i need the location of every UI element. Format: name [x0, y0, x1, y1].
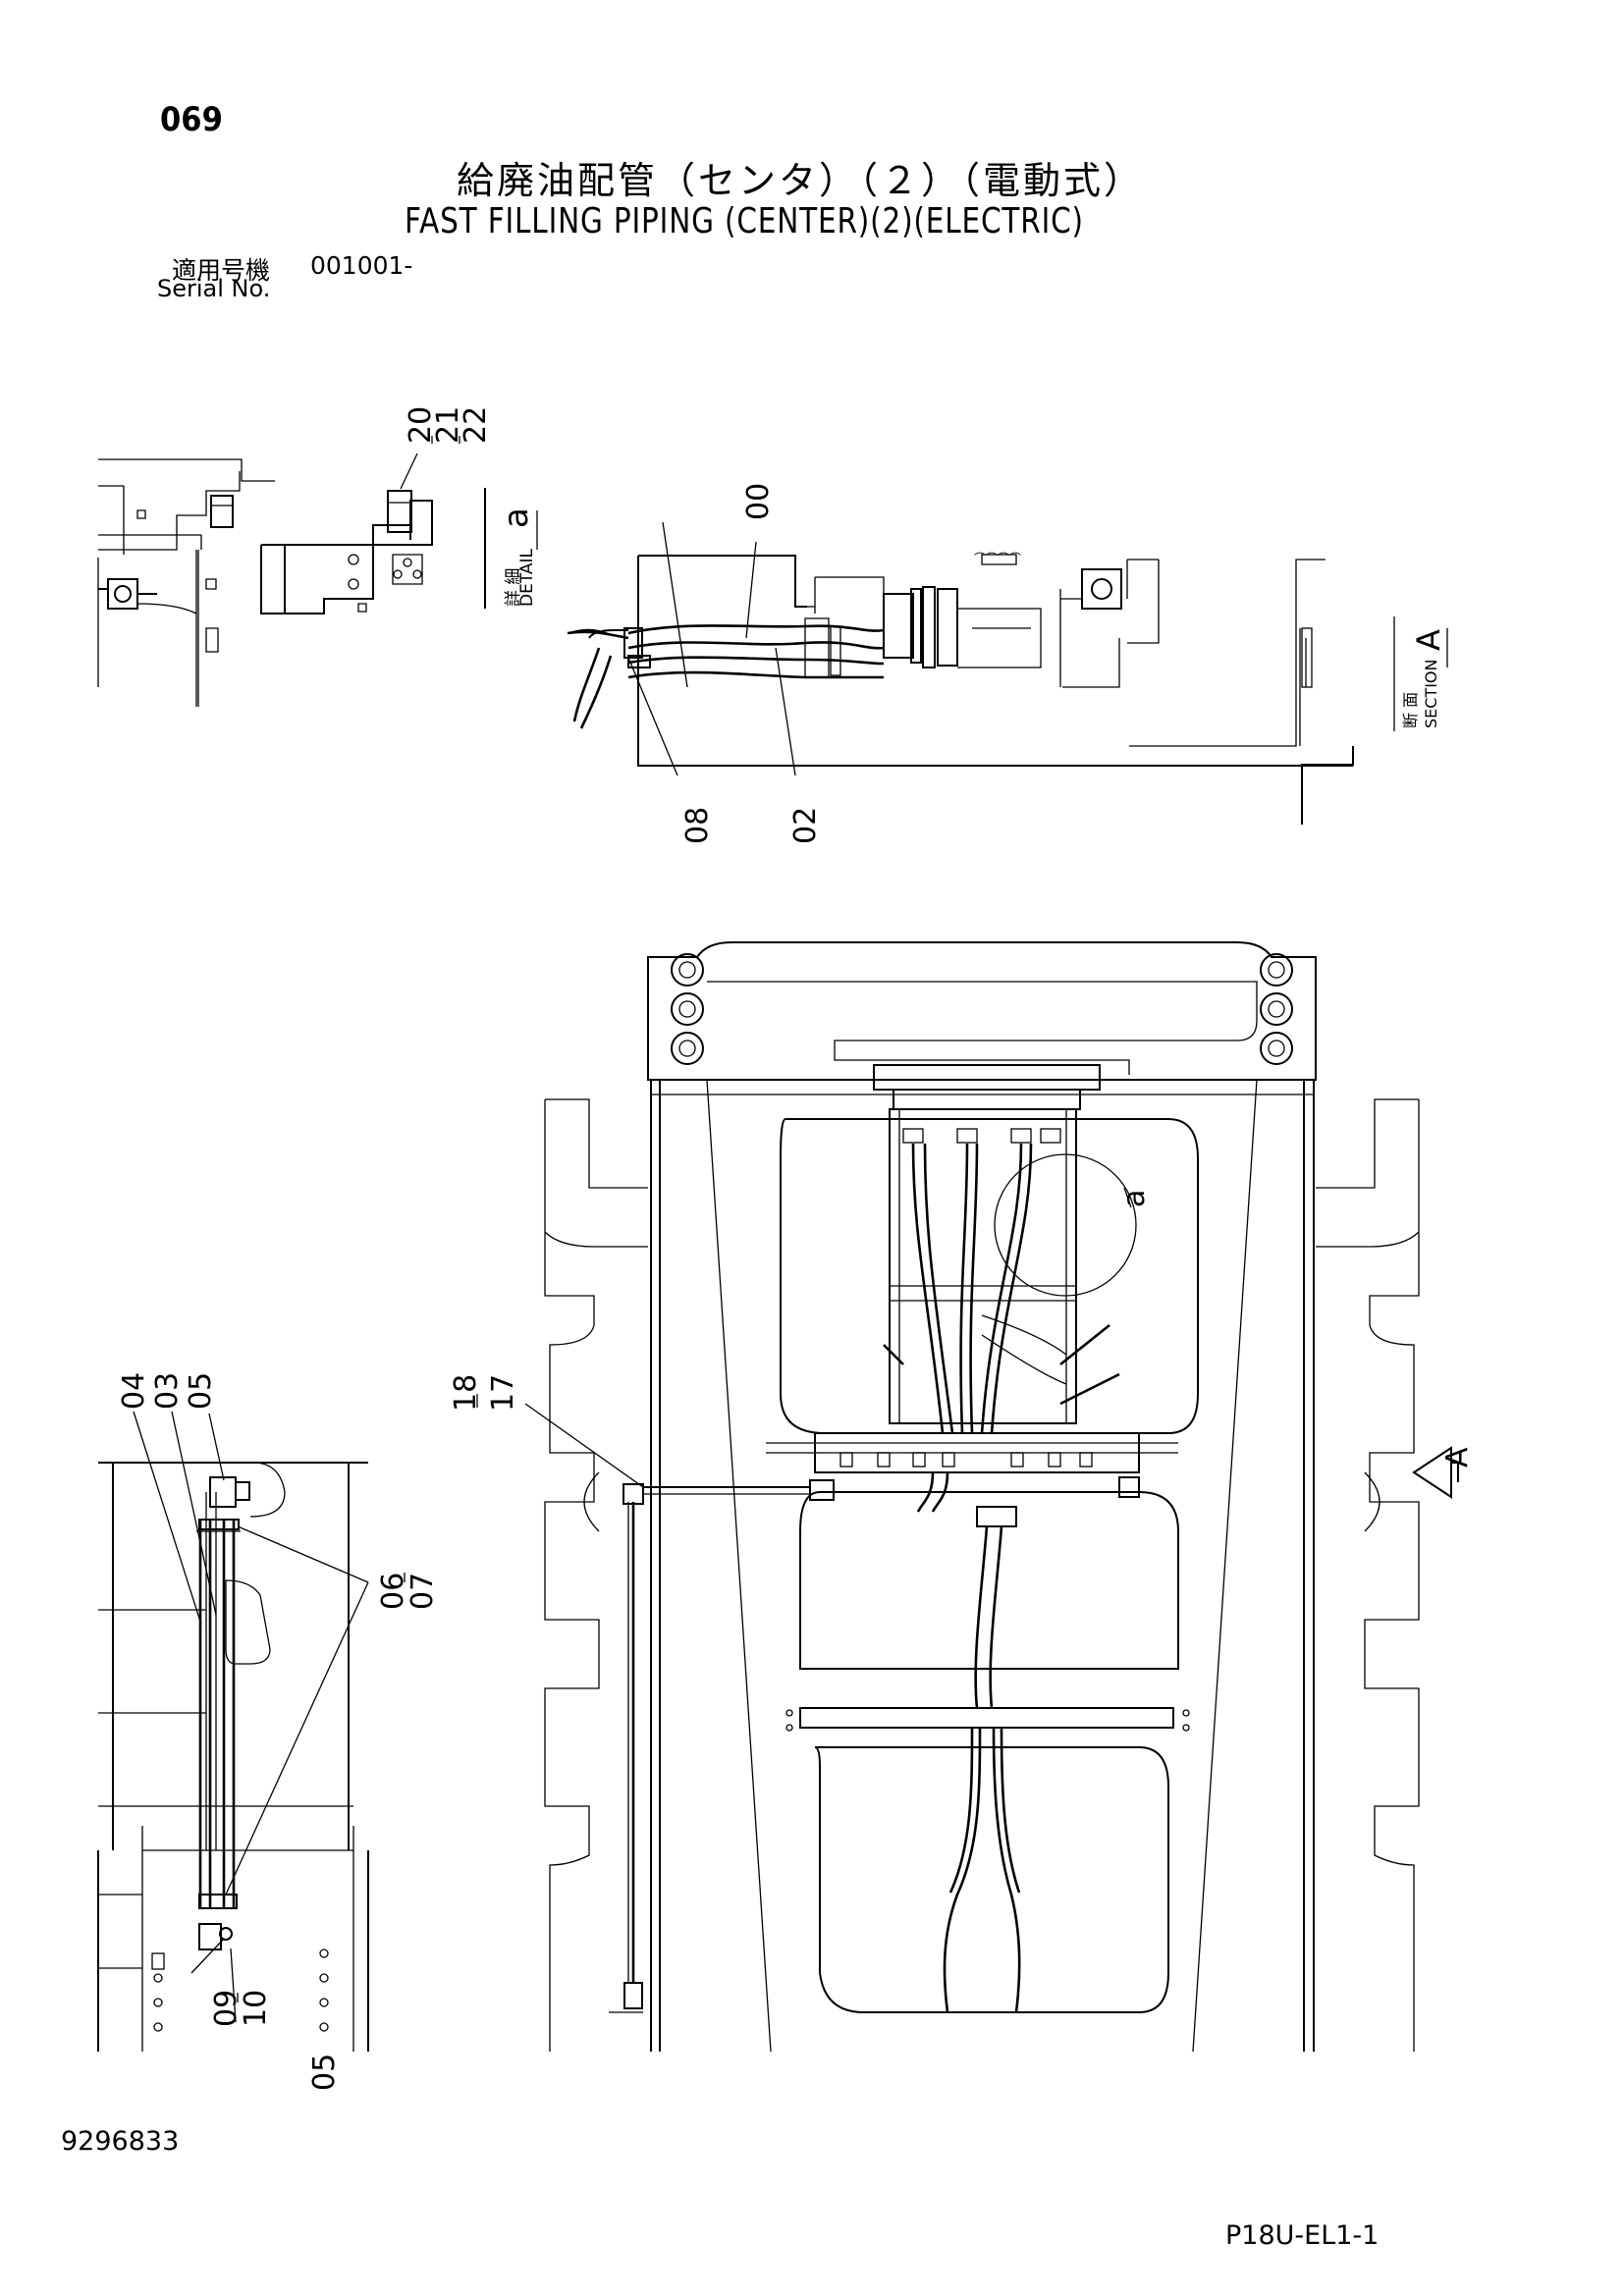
serial-label-english: Serial No.	[157, 275, 271, 302]
page-code: P18U-EL1-1	[1225, 2220, 1380, 2251]
title-japanese: 給廃油配管（センタ）（２）（電動式）	[457, 159, 1145, 202]
page-number: 069	[160, 100, 223, 139]
detail-letter: a	[497, 507, 536, 528]
section-arrow-letter: A	[1440, 1447, 1475, 1468]
section-letter: A	[1410, 629, 1447, 651]
callout-17: 17	[486, 1374, 520, 1412]
detail-ref-letter: a	[1117, 1190, 1152, 1207]
section-a-view: ⌒⌒⌒⌒ 00 08 02 断 面 SECTION A	[567, 483, 1448, 844]
callout-08: 08	[680, 807, 715, 844]
document-number: 9296833	[61, 2126, 180, 2157]
detail-title-en: DETAIL	[517, 548, 537, 607]
serial-label-japanese: 適用号機	[172, 256, 271, 285]
title-english: FAST FILLING PIPING (CENTER)(2)(ELECTRIC…	[405, 201, 1084, 241]
serial-number-value: 001001-	[310, 251, 413, 280]
main-plan-view: a A 18 17	[449, 941, 1475, 2053]
detail-a-view: 20 21 22 詳 細 DETAIL a	[97, 406, 538, 707]
callout-04: 04	[117, 1372, 151, 1410]
callout-22: 22	[459, 406, 493, 444]
section-text-fragment: ⌒⌒⌒⌒	[974, 552, 1021, 565]
callout-03: 03	[150, 1372, 185, 1410]
callout-10: 10	[239, 1990, 273, 2027]
callout-05-top: 05	[184, 1372, 218, 1410]
callout-00: 00	[741, 483, 776, 520]
section-title-jp: 断 面	[1401, 692, 1420, 728]
callout-05-bottom: 05	[307, 2054, 342, 2091]
callout-07: 07	[406, 1573, 440, 1610]
callout-18: 18	[449, 1374, 483, 1412]
detail-title-jp: 詳 細	[504, 568, 523, 607]
section-title-en: SECTION	[1422, 660, 1440, 729]
left-side-view: 04 03 05 06 07 09 10 05	[97, 1372, 440, 2091]
callout-02: 02	[788, 807, 823, 844]
